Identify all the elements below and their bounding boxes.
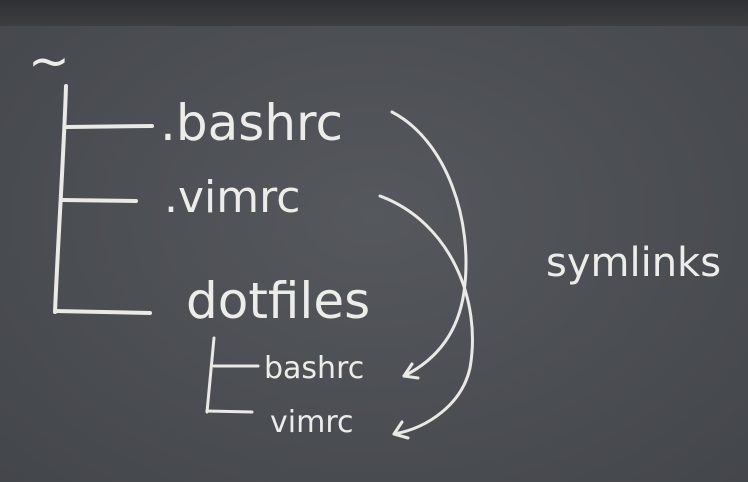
home-tree-trunk <box>53 84 68 314</box>
home-tilde: ~ <box>28 32 70 90</box>
entry-dotfiles-bashrc: bashrc <box>264 351 364 386</box>
entry-dotfiles: dotfiles <box>186 272 370 330</box>
dotfiles-subtree-trunk <box>205 336 216 414</box>
symlink-arrow-bashrc <box>390 110 468 378</box>
symlinks-label: symlinks <box>546 240 721 286</box>
entry-vimrc: .vimrc <box>164 172 300 223</box>
symlink-arrow-vimrc <box>378 194 474 436</box>
branch-bashrc <box>65 124 154 129</box>
board-top-edge <box>0 0 748 26</box>
branch-vimrc <box>60 198 138 203</box>
entry-bashrc: .bashrc <box>160 94 343 152</box>
branch-dotfiles <box>53 309 152 315</box>
symlink-arrow-bashrc-head <box>402 362 420 380</box>
symlink-arrow-vimrc-head <box>392 420 410 440</box>
branch-dotfiles-vimrc <box>205 409 254 414</box>
entry-dotfiles-vimrc: vimrc <box>270 405 353 440</box>
